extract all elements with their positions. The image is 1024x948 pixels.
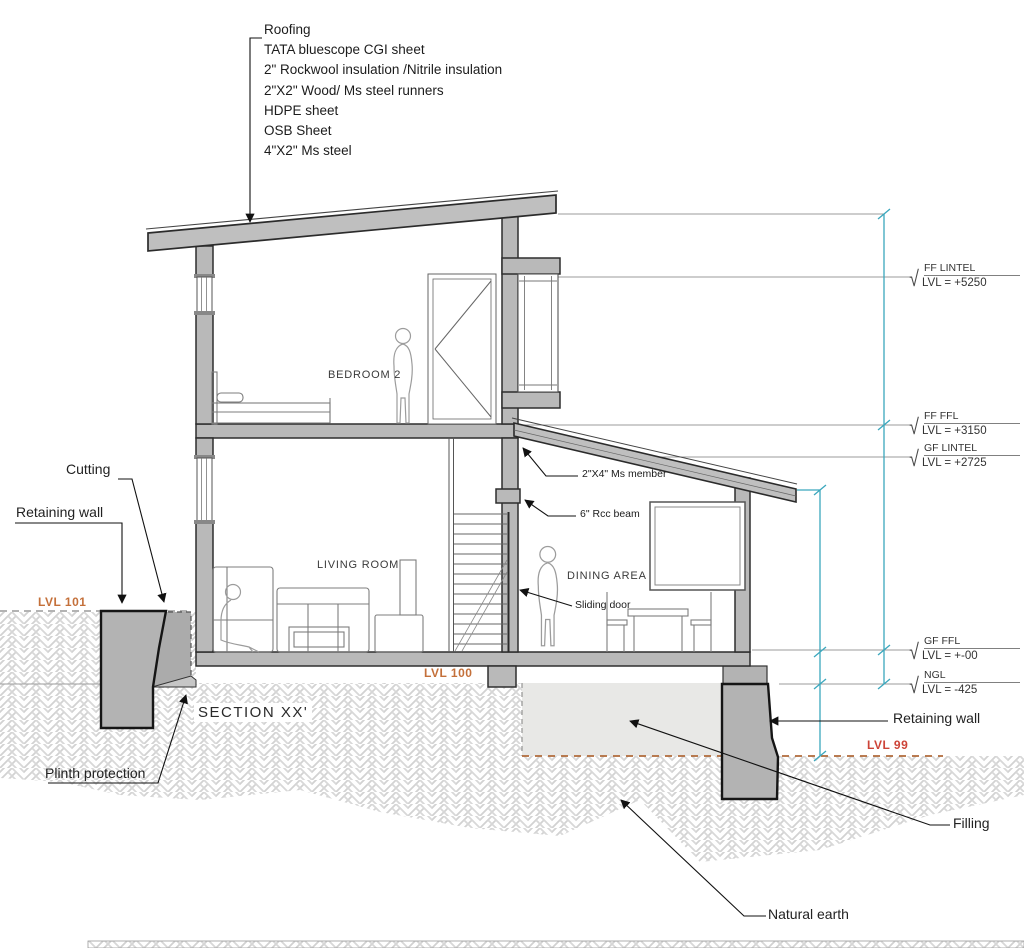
dining-chair-left bbox=[606, 592, 628, 652]
person-dining bbox=[537, 545, 559, 647]
roofing-leader bbox=[245, 37, 262, 223]
roofing-note-line: HDPE sheet bbox=[264, 102, 339, 118]
furniture bbox=[211, 371, 712, 653]
dining-table bbox=[627, 608, 689, 652]
level-value: LVL = +-00 bbox=[922, 650, 978, 662]
reference-lines bbox=[520, 213, 910, 651]
ms-member-label: 2"X4" Ms member bbox=[582, 468, 667, 480]
level-marker-gf-lintel: √ GF LINTEL LVL = +2725 bbox=[908, 440, 1020, 471]
staircase bbox=[448, 437, 508, 652]
roofing-note-line: 4"X2" Ms steel bbox=[264, 143, 352, 159]
rcc-beam-block bbox=[495, 488, 521, 504]
retaining-wall-right bbox=[720, 665, 780, 801]
dining-window bbox=[649, 501, 746, 591]
level-value: LVL = +5250 bbox=[922, 277, 987, 289]
ff-slab bbox=[195, 423, 519, 439]
roofing-note-line: OSB Sheet bbox=[264, 123, 332, 139]
level-datum-icon: √ bbox=[909, 414, 919, 439]
downstand-footing bbox=[487, 665, 517, 688]
bed bbox=[211, 371, 331, 425]
section-title: SECTION XX' bbox=[194, 703, 313, 722]
sliding-door-leader bbox=[519, 588, 573, 607]
person-bedroom bbox=[393, 327, 413, 424]
level-datum-icon: √ bbox=[909, 639, 919, 664]
level-name: GF LINTEL bbox=[924, 440, 1020, 456]
level-name: FF FFL bbox=[924, 408, 1020, 424]
level-marker-gf-ffl: √ GF FFL LVL = +-00 bbox=[908, 633, 1020, 664]
people bbox=[220, 327, 559, 653]
gf-slab bbox=[195, 651, 751, 667]
natural-earth-leader bbox=[620, 799, 766, 917]
level-datum-icon: √ bbox=[909, 266, 919, 291]
bottom-earth-strip bbox=[87, 940, 1024, 948]
bedroom-label: BEDROOM 2 bbox=[328, 369, 402, 381]
roofing-note-line: 2" Rockwool insulation /Nitrile insulati… bbox=[264, 62, 503, 78]
lvl101-label: LVL 101 bbox=[38, 595, 87, 609]
cutting-label: Cutting bbox=[66, 461, 111, 477]
retaining-wall-left-leader bbox=[15, 522, 127, 604]
bedroom-door bbox=[427, 273, 497, 425]
lvl99-label: LVL 99 bbox=[867, 738, 909, 752]
ff-window bbox=[517, 273, 559, 393]
sliding-door-label: Sliding door bbox=[575, 599, 631, 611]
plinth-leader bbox=[48, 694, 188, 784]
filling-label: Filling bbox=[953, 815, 990, 831]
dimension-lines bbox=[797, 208, 891, 762]
left-windows bbox=[194, 274, 215, 524]
ff-window-sill bbox=[501, 391, 561, 409]
plinth-protection-slope bbox=[151, 675, 197, 688]
plinth-protection-label: Plinth protection bbox=[45, 765, 146, 781]
roofing-notes: Roofing TATA bluescope CGI sheet 2" Rock… bbox=[264, 20, 502, 161]
armchair bbox=[212, 566, 274, 653]
building-structure bbox=[195, 209, 751, 688]
natural-earth-label: Natural earth bbox=[768, 906, 849, 922]
person-seated-living bbox=[220, 583, 260, 653]
filling-area bbox=[521, 683, 722, 756]
level-name: FF LINTEL bbox=[924, 260, 1020, 276]
rcc-beam-leader bbox=[524, 499, 576, 517]
roofing-note-line: Roofing bbox=[264, 22, 311, 37]
level-datum-icon: √ bbox=[909, 673, 919, 698]
middle-wall-lower bbox=[501, 437, 519, 653]
ms-member-leader bbox=[522, 447, 578, 477]
rcc-beam-label: 6" Rcc beam bbox=[580, 508, 640, 520]
living-room-label: LIVING ROOM bbox=[317, 559, 400, 571]
leader-lines bbox=[15, 37, 950, 917]
level-marker-ff-ffl: √ FF FFL LVL = +3150 bbox=[908, 408, 1020, 439]
retaining-wall-left bbox=[99, 609, 168, 730]
level-datum-icon: √ bbox=[909, 446, 919, 471]
cutting-leader bbox=[118, 478, 167, 603]
level-marker-ff-lintel: √ FF LINTEL LVL = +5250 bbox=[908, 260, 1020, 291]
level-name: GF FFL bbox=[924, 633, 1020, 649]
level-value: LVL = +3150 bbox=[922, 425, 987, 437]
retaining-wall-right-label: Retaining wall bbox=[893, 710, 981, 726]
retaining-wall-left-label: Retaining wall bbox=[16, 504, 104, 520]
level-value: LVL = +2725 bbox=[922, 457, 987, 469]
dining-chair-right bbox=[690, 592, 712, 652]
lower-roof bbox=[511, 417, 798, 504]
level-value: LVL = -425 bbox=[922, 684, 978, 696]
lvl100-label: LVL 100 bbox=[424, 666, 473, 680]
main-roof bbox=[145, 190, 559, 252]
coffee-table bbox=[288, 626, 350, 653]
filling-leader bbox=[629, 719, 950, 826]
level-marker-ngl: √ NGL LVL = -425 bbox=[908, 667, 1020, 698]
roofing-note-line: TATA bluescope CGI sheet bbox=[264, 42, 425, 58]
roofing-note-line: 2"X2" Wood/ Ms steel runners bbox=[264, 82, 444, 98]
dining-area-label: DINING AREA bbox=[567, 570, 647, 582]
armchair-2 bbox=[374, 559, 424, 653]
ff-window-lintel bbox=[501, 257, 561, 275]
sofa bbox=[276, 587, 370, 653]
level-name: NGL bbox=[924, 667, 1020, 683]
